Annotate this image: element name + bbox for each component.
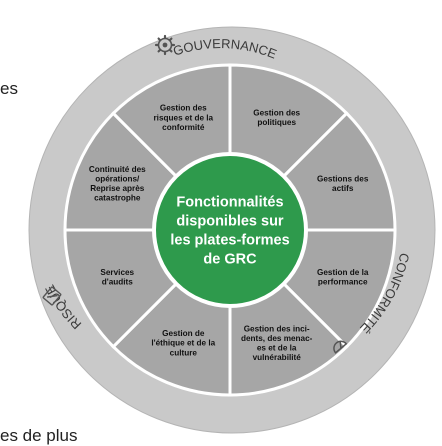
segment-label-line: Continuité des [89,165,146,174]
segment-label-line: catastrophe [94,194,141,203]
segment-label-line: Services [100,268,134,277]
segment-label-line: Gestion de [162,329,205,338]
segment-label-line: l'éthique et de la [151,339,215,348]
segment-label-gestion-incidents: Gestion des inci-dents, des menac-es et … [241,324,313,362]
segment-label-line: Gestion des [253,108,300,117]
clipped-text-fragment-bottom: es de plus [0,426,78,445]
center-label-line: Fonctionnalités [176,195,283,211]
segment-label-line: conformité [162,123,205,132]
center-label-line: de GRC [203,252,257,268]
center-circle [152,152,308,308]
segment-label-line: Gestion des [160,104,207,113]
segment-label-line: culture [170,348,198,357]
center-label: Fonctionnalités disponibles sur les plates… [170,195,289,268]
center-label-line: disponibles sur [176,214,284,230]
gear-icon [154,34,176,56]
segment-label-line: es et de la [257,344,297,353]
segment-label-line: risques et de la [154,113,214,122]
center-label-line: les plates-formes [170,233,289,249]
segment-label-line: politiques [257,118,296,127]
segment-label-line: Reprise après [90,184,145,193]
segment-label-line: Gestions des [317,175,369,184]
segment-label-line: opérations/ [95,175,140,184]
segment-label-line: dents, des menac- [241,334,313,343]
segment-label-line: performance [318,277,368,286]
segment-label-line: vulnérabilité [253,353,302,362]
segment-label-line: actifs [332,184,354,193]
segment-label-line: Gestion de la [317,268,369,277]
clipped-text-fragment-top: es [0,79,18,98]
gauge-icon [333,340,348,354]
pencil-note-icon [42,286,62,306]
segment-label-line: Gestion des inci- [244,324,310,333]
segment-label-line: d'audits [102,277,134,286]
